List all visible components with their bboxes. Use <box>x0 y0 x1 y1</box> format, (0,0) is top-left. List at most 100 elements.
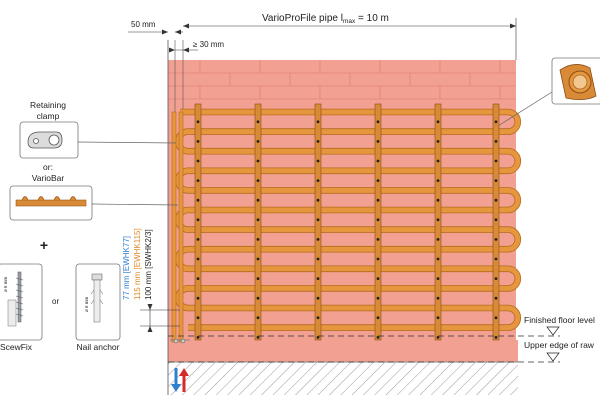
fixing-point <box>494 316 498 320</box>
screw-fix-box: ø 6 mm <box>0 263 43 341</box>
dimension-50mm: 50 mm <box>128 20 183 35</box>
fixing-point <box>494 336 498 339</box>
retaining-clamp-icon <box>27 131 63 149</box>
fixing-point <box>196 336 200 339</box>
fixing-point <box>256 316 260 320</box>
fixing-point <box>436 336 440 339</box>
nail-anchor-icon <box>90 273 104 323</box>
fixing-point <box>256 296 260 300</box>
fixing-point <box>256 140 260 143</box>
min-spacing-label: ≥ 30 mm <box>193 40 224 49</box>
fixing-point <box>316 296 320 300</box>
variobar-rail <box>314 103 322 341</box>
pipe-spacing-dimension: 77 mm [EWHK77] 115 mm [EWHK115] 100 mm [… <box>122 228 180 332</box>
fixing-point <box>316 218 320 222</box>
or-small: or <box>52 297 59 306</box>
fixing-point <box>376 336 380 339</box>
fixing-point <box>436 296 440 300</box>
screw-size: ø 6 mm <box>3 276 8 292</box>
raw-floor-hatched <box>168 362 518 395</box>
fixing-point <box>436 179 440 183</box>
fixing-point <box>316 140 320 143</box>
fixing-point <box>256 336 260 339</box>
variobar-rail <box>194 103 202 341</box>
fixing-point <box>316 179 320 183</box>
raw-floor-marker: Upper edge of raw <box>168 340 595 363</box>
fixing-point <box>494 159 498 163</box>
raw-floor-level-marker-icon <box>546 352 560 362</box>
fixing-point <box>376 179 380 183</box>
retaining-clamp-callout: Retaining clamp or: VarioBar <box>9 100 179 221</box>
dimension-min-spacing: ≥ 30 mm <box>169 40 224 53</box>
fixing-point <box>376 277 380 280</box>
nail-anchor-label: Nail anchor <box>77 342 120 352</box>
pipe-cross-section-callout <box>497 57 600 127</box>
screed-layer <box>168 340 518 362</box>
variobar-label: VarioBar <box>32 173 65 183</box>
fixing-point <box>316 198 320 202</box>
fixing-point <box>196 316 200 320</box>
nail-size: ø 6 mm <box>84 296 89 312</box>
finished-floor-label: Finished floor level <box>524 315 595 325</box>
fixing-point <box>256 159 260 163</box>
variobar-rail <box>434 103 442 341</box>
flow-arrow-icon <box>171 368 189 392</box>
fixing-point <box>316 159 320 163</box>
brick-lines <box>168 60 516 100</box>
fixing-point <box>376 159 380 163</box>
fixing-point <box>436 198 440 202</box>
upper-edge-label: Upper edge of raw <box>524 340 595 350</box>
fixing-point <box>376 316 380 320</box>
vario-pipe-meander <box>174 108 522 331</box>
fixing-point <box>316 336 320 339</box>
fixing-point <box>436 316 440 320</box>
screw-icon <box>7 271 24 327</box>
fixing-point <box>494 120 498 124</box>
fixing-point <box>436 218 440 222</box>
screw-fix-label: ScewFix <box>0 342 33 352</box>
fixing-point <box>316 316 320 320</box>
nail-anchor-box: ø 6 mm <box>75 263 121 341</box>
fixing-point <box>376 257 380 261</box>
fixing-point <box>436 277 440 280</box>
pipe-cross-section-icon <box>559 64 597 100</box>
fixing-point <box>256 218 260 222</box>
fixing-point <box>436 140 440 143</box>
fixing-point <box>494 238 498 241</box>
finished-floor-marker: Finished floor level <box>168 315 595 337</box>
fixing-point <box>316 257 320 261</box>
fixing-point <box>436 120 440 124</box>
fixing-point <box>376 120 380 124</box>
fixing-point <box>436 159 440 163</box>
fixing-point <box>196 198 200 202</box>
fixing-point <box>196 140 200 143</box>
offset-label: 50 mm <box>131 20 156 29</box>
fixing-point <box>196 296 200 300</box>
fixing-point <box>376 218 380 222</box>
fixing-point <box>436 238 440 241</box>
retaining-clamp-label-2: clamp <box>37 111 60 121</box>
variobar-rail <box>492 103 500 341</box>
fixing-point <box>256 257 260 261</box>
variobar-rail <box>374 103 382 341</box>
fixing-point <box>316 277 320 280</box>
fixing-point <box>256 277 260 280</box>
fixing-point <box>196 120 200 124</box>
fixing-point <box>494 218 498 222</box>
retaining-clamp-label-1: Retaining <box>30 100 66 110</box>
fixing-point <box>316 120 320 124</box>
fixing-point <box>494 140 498 143</box>
return-pipe-left <box>178 111 184 343</box>
variobar-rails <box>194 103 500 341</box>
fixing-point <box>196 159 200 163</box>
fixing-point <box>494 296 498 300</box>
or-label: or: <box>43 162 53 172</box>
fixing-point <box>436 257 440 261</box>
fixing-point <box>494 277 498 280</box>
fixing-point <box>196 179 200 183</box>
plus-sign: + <box>40 237 48 253</box>
spacing-ewhk77: 77 mm [EWHK77] <box>122 236 131 300</box>
fixing-point <box>196 218 200 222</box>
fixing-point <box>256 238 260 241</box>
